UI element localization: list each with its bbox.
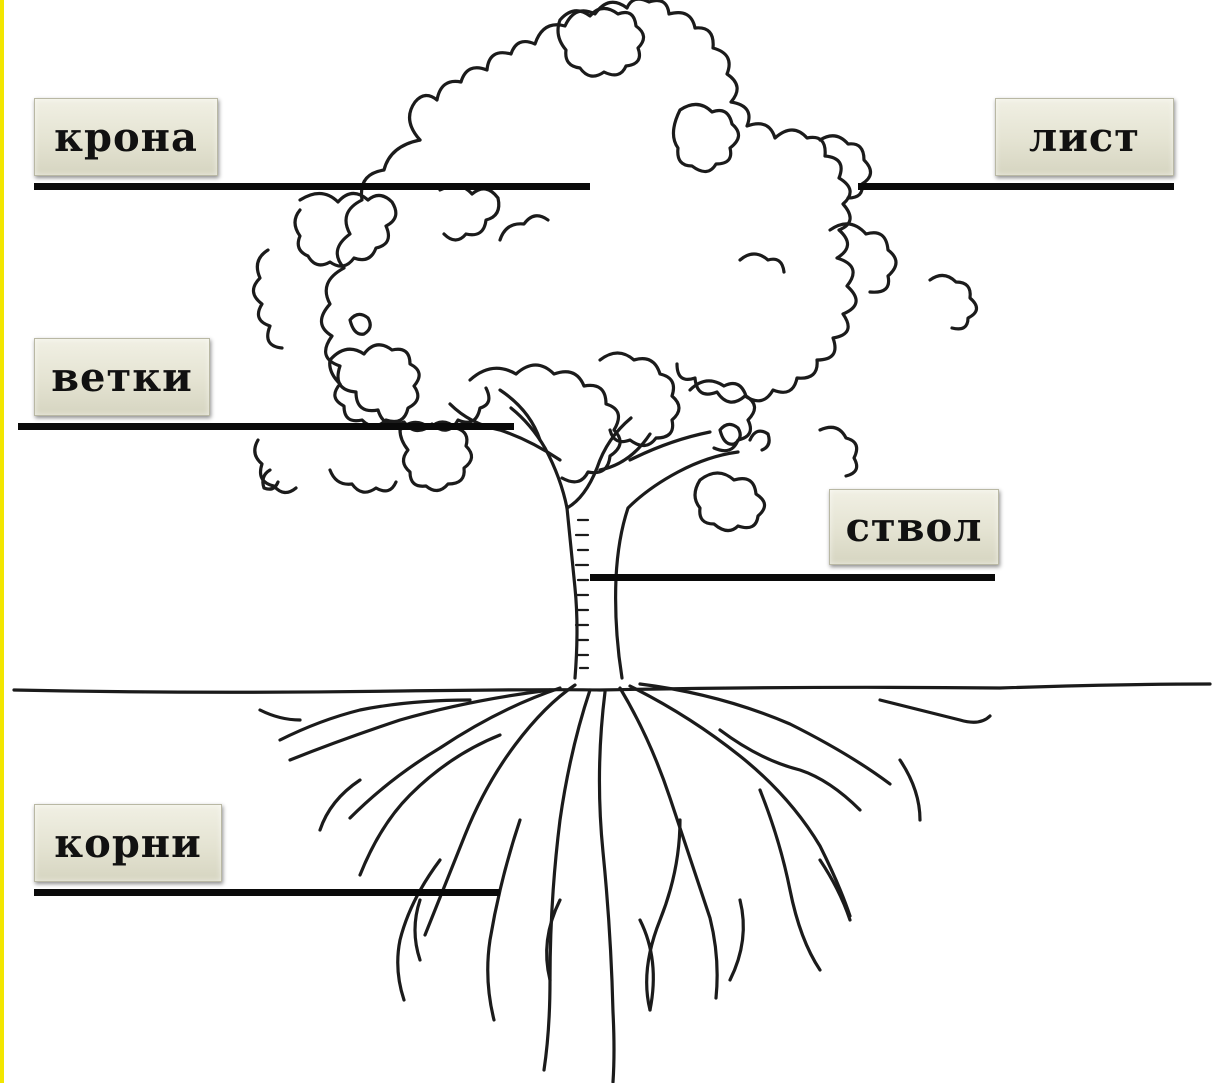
label-branches: ветки — [34, 338, 210, 416]
leader-line-leaf — [858, 183, 1174, 190]
label-roots: корни — [34, 804, 222, 882]
label-leaf-text: лист — [1029, 114, 1140, 161]
label-branches-text: ветки — [51, 354, 193, 401]
label-crown-text: крона — [54, 114, 198, 161]
leader-line-crown — [34, 183, 590, 190]
leader-line-trunk — [590, 574, 995, 581]
leader-line-branches — [18, 423, 514, 430]
label-trunk-text: ствол — [846, 504, 983, 551]
label-roots-text: корни — [54, 820, 201, 867]
label-leaf: лист — [995, 98, 1174, 176]
trunk-right — [616, 452, 738, 678]
ground-line — [14, 684, 1210, 692]
crown-outline — [410, 0, 857, 402]
label-trunk: ствол — [829, 489, 999, 565]
leader-line-roots — [34, 889, 500, 896]
label-crown: крона — [34, 98, 218, 176]
